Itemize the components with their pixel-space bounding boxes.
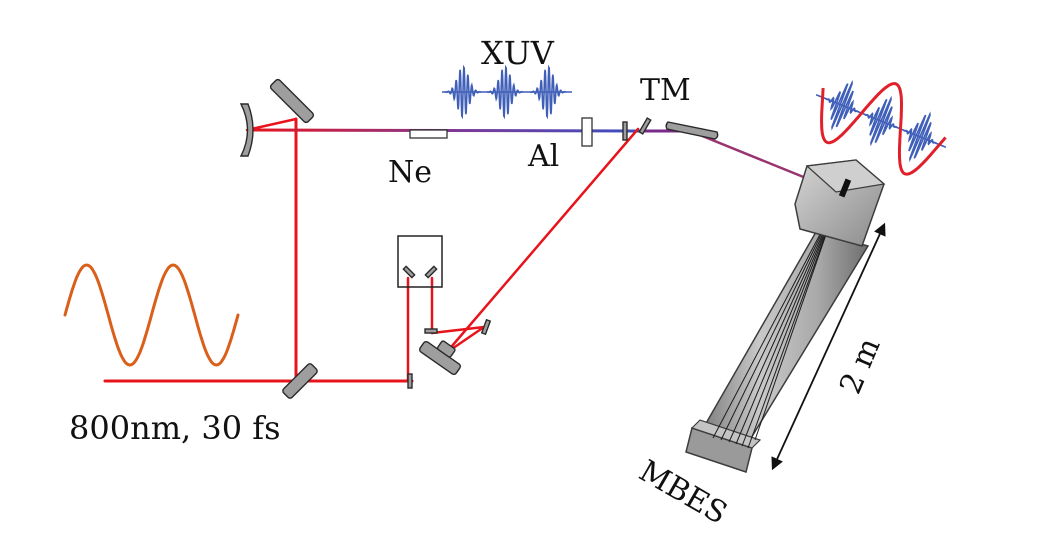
aluminium-filter bbox=[581, 117, 593, 147]
gas-nozzle bbox=[838, 178, 852, 198]
label-ne: Ne bbox=[388, 155, 432, 190]
delay-mirror-left bbox=[402, 265, 416, 279]
delay-stage-box bbox=[397, 235, 443, 288]
recombination-mirror bbox=[622, 121, 628, 141]
neon-gas-cell bbox=[409, 129, 448, 139]
optics bbox=[239, 78, 719, 399]
beam-to-focus-mirror bbox=[245, 117, 298, 132]
focusing-mirror bbox=[239, 103, 254, 157]
label-distance: 2 m bbox=[833, 333, 888, 399]
xuv-pulse-2 bbox=[486, 64, 524, 120]
label-tm: TM bbox=[640, 73, 691, 108]
beam-paths bbox=[103, 117, 839, 383]
chamber-top-face bbox=[805, 159, 886, 193]
toroidal-mirror bbox=[665, 121, 719, 140]
flight-tube bbox=[699, 231, 870, 449]
ir-probe-beam bbox=[444, 127, 640, 355]
delay-line-cross bbox=[430, 325, 486, 335]
delay-mirror-corner bbox=[424, 328, 438, 334]
label-detector: MBES bbox=[633, 454, 733, 532]
mbes-detector bbox=[685, 159, 886, 473]
delay-mirror-right bbox=[424, 265, 438, 279]
sine-wave-icon bbox=[63, 263, 240, 367]
label-laser: 800nm, 30 fs bbox=[69, 409, 281, 447]
label-xuv: XUV bbox=[481, 34, 555, 72]
recombination-mirror-b bbox=[638, 117, 652, 135]
distance-arrow bbox=[771, 222, 886, 471]
detector-base-top bbox=[690, 419, 762, 449]
pump-probe-field-icon bbox=[815, 79, 947, 176]
xuv-pulse-1 bbox=[444, 64, 482, 120]
field-pulse-2 bbox=[863, 95, 899, 147]
field-pulse-1 bbox=[824, 79, 860, 131]
label-al: Al bbox=[527, 139, 559, 174]
xuv-pulse-3 bbox=[529, 64, 567, 120]
field-pulse-3 bbox=[902, 111, 938, 163]
beam-splitter bbox=[282, 363, 318, 399]
steering-mirror bbox=[269, 78, 315, 124]
wave-plate-assembly bbox=[419, 340, 461, 376]
ir-field-curve bbox=[820, 82, 947, 176]
delay-mirror-bottom bbox=[407, 373, 413, 389]
attosecond-pulse-train-icon bbox=[442, 64, 572, 120]
delay-mirror-far bbox=[480, 318, 492, 336]
